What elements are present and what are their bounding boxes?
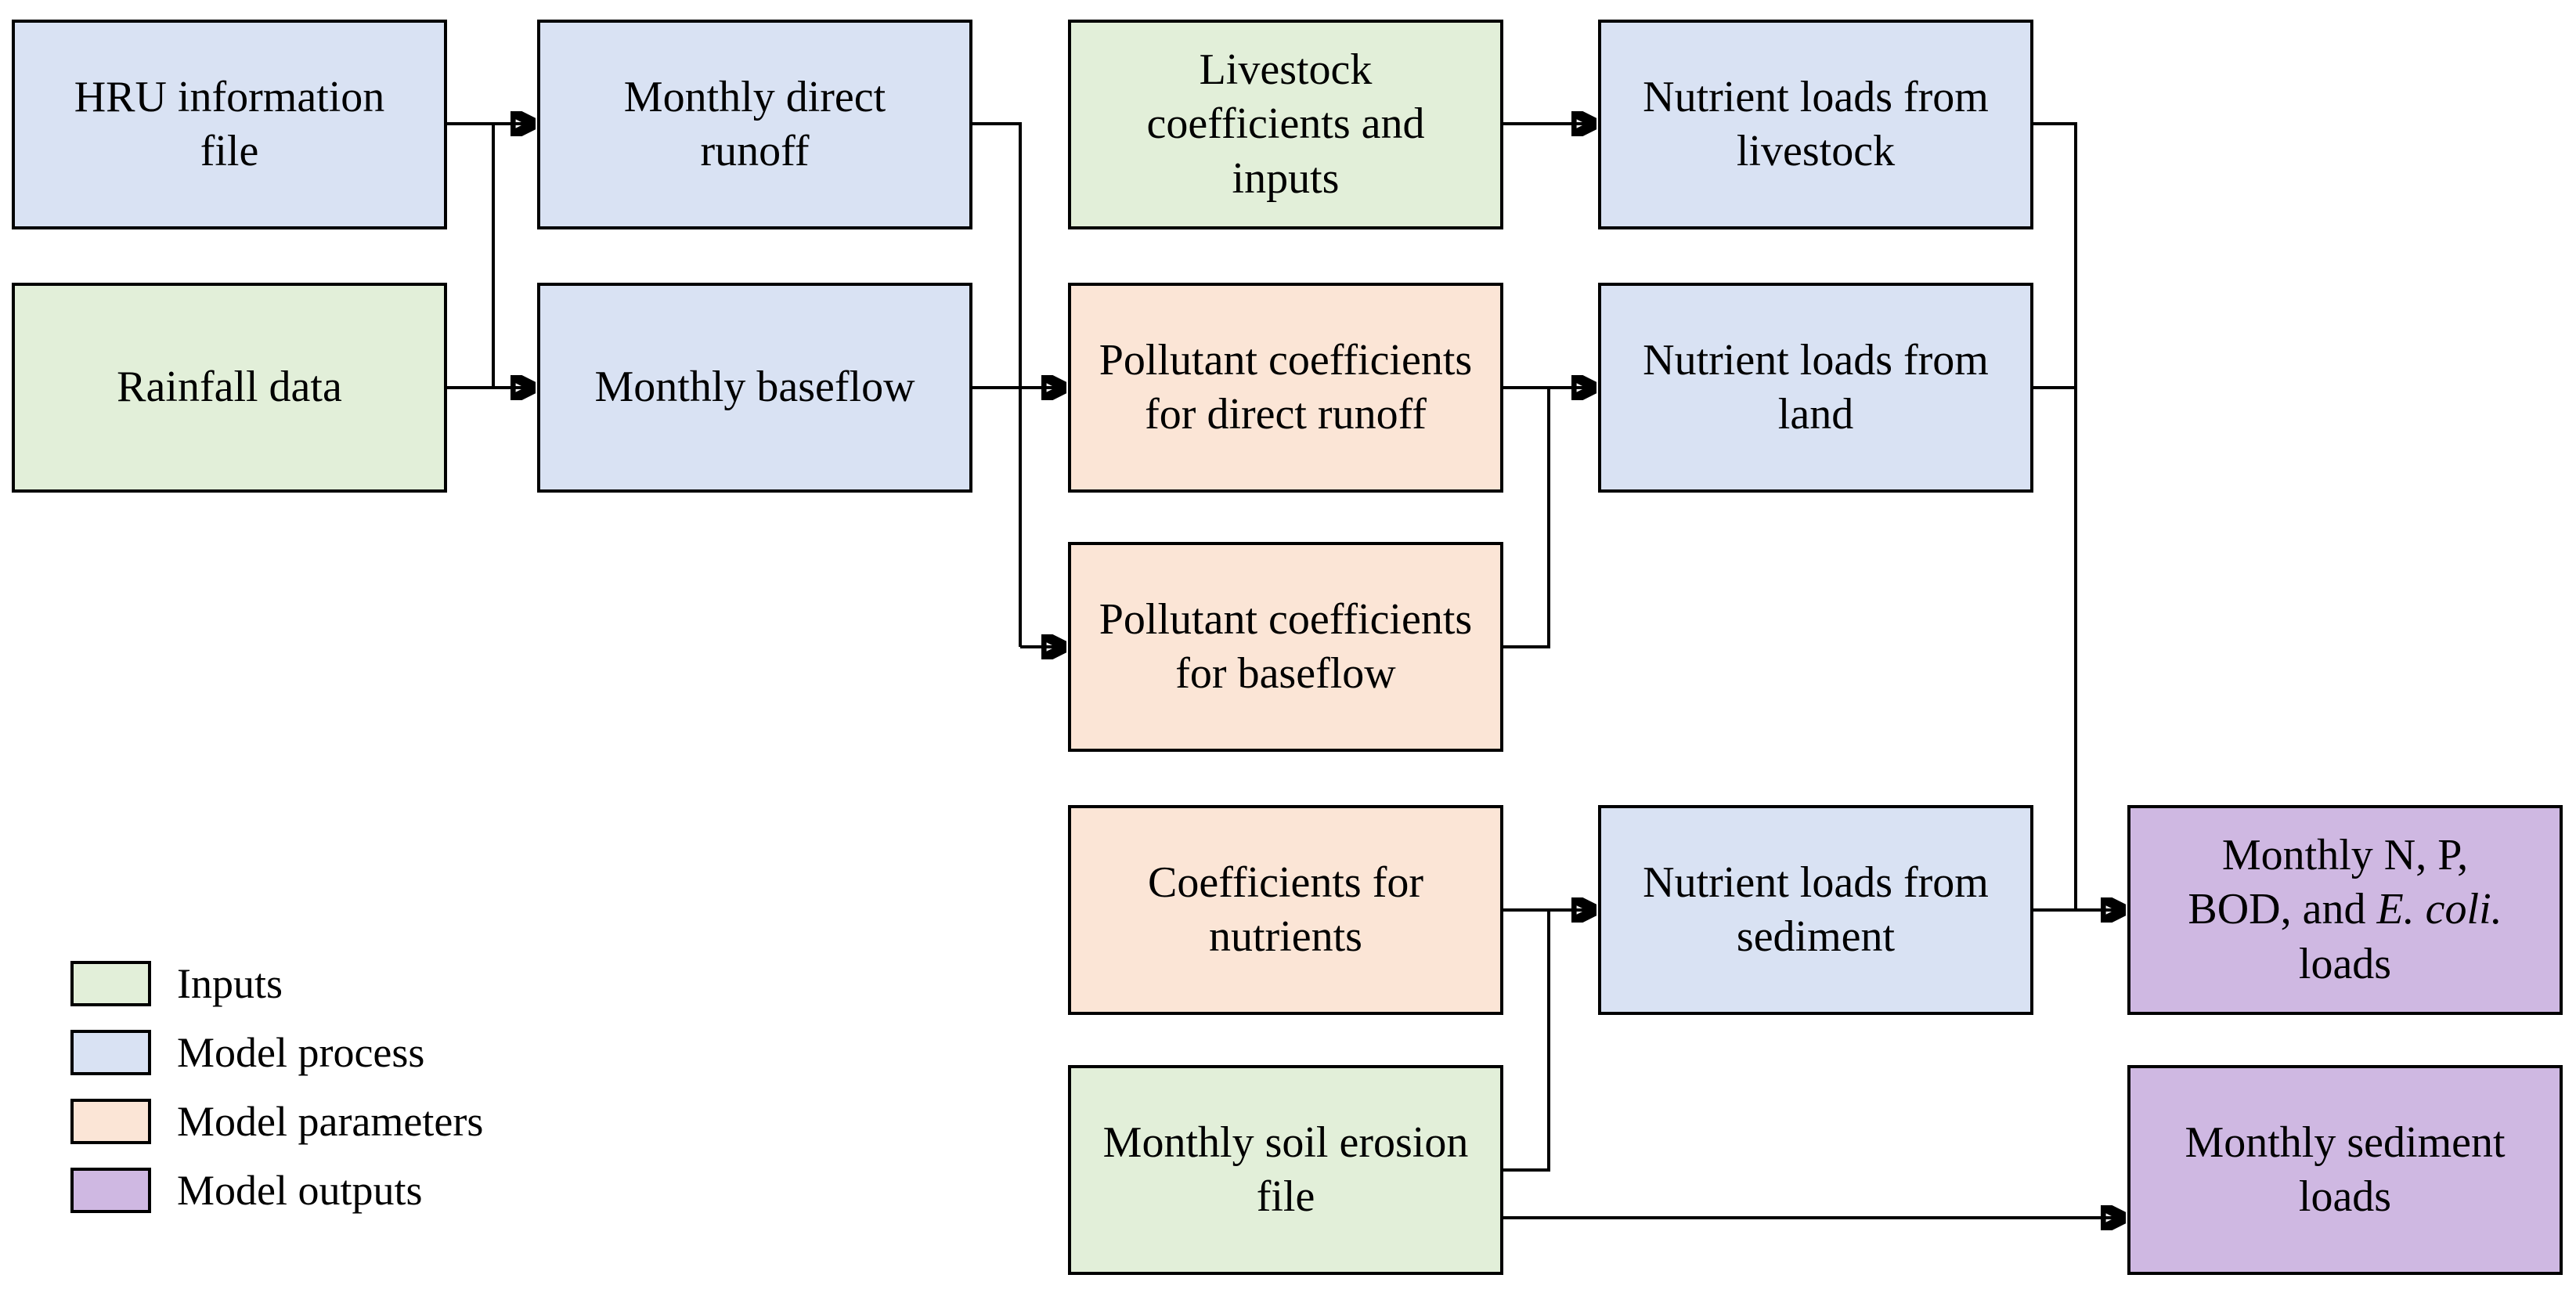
node-hru-information-file: HRU information file <box>12 20 447 229</box>
node-coefficients-for-nutrients: Coefficients for nutrients <box>1068 805 1503 1015</box>
node-pollutant-coefficients-direct-runoff: Pollutant coefficients for direct runoff <box>1068 283 1503 493</box>
node-label: Nutrient loads from livestock <box>1643 72 1989 175</box>
legend-item-model-process: Model process <box>70 1030 483 1075</box>
ecoli-italic-text: E. coli. <box>2376 885 2502 934</box>
node-label: Nutrient loads from sediment <box>1643 858 1989 961</box>
legend-item-inputs: Inputs <box>70 961 483 1006</box>
legend-swatch-model-process <box>70 1030 151 1075</box>
node-label: Pollutant coefficients for direct runoff <box>1099 335 1473 439</box>
edge-poll-baseflow-to-loads-land <box>1503 389 1550 648</box>
node-monthly-npbod-ecoli-loads: Monthly N, P, BOD, and E. coli. loads <box>2127 805 2563 1015</box>
node-label: Monthly N, P, BOD, and E. coli. loads <box>2188 830 2502 988</box>
legend-swatch-inputs <box>70 961 151 1006</box>
legend-item-model-outputs: Model outputs <box>70 1168 483 1213</box>
legend-swatch-model-outputs <box>70 1168 151 1213</box>
node-label: Livestock coefficients and inputs <box>1146 45 1425 203</box>
node-label: Monthly soil erosion file <box>1102 1118 1469 1221</box>
legend-item-model-parameters: Model parameters <box>70 1099 483 1144</box>
node-monthly-baseflow: Monthly baseflow <box>537 283 972 493</box>
node-label: Rainfall data <box>117 363 342 412</box>
legend-label-inputs: Inputs <box>177 960 283 1007</box>
node-pollutant-coefficients-baseflow: Pollutant coefficients for baseflow <box>1068 542 1503 752</box>
edge-soil-erosion-to-loads-sediment <box>1503 912 1550 1172</box>
legend-label-model-outputs: Model outputs <box>177 1167 423 1214</box>
edge-loads-livestock-trunk <box>2033 122 2077 910</box>
edge-direct-runoff-trunk <box>972 122 1022 647</box>
node-label: Nutrient loads from land <box>1643 335 1989 439</box>
node-monthly-direct-runoff: Monthly direct runoff <box>537 20 972 229</box>
node-label: Monthly direct runoff <box>623 72 886 175</box>
legend: Inputs Model process Model parameters Mo… <box>70 961 483 1213</box>
node-label: Monthly baseflow <box>594 363 915 412</box>
legend-label-model-process: Model process <box>177 1029 425 1076</box>
legend-label-model-parameters: Model parameters <box>177 1098 484 1145</box>
node-livestock-coefficients: Livestock coefficients and inputs <box>1068 20 1503 229</box>
node-monthly-sediment-loads: Monthly sediment loads <box>2127 1065 2563 1275</box>
node-label: Pollutant coefficients for baseflow <box>1099 594 1473 698</box>
node-nutrient-loads-sediment: Nutrient loads from sediment <box>1598 805 2033 1015</box>
node-label: Monthly sediment loads <box>2185 1118 2506 1221</box>
node-monthly-soil-erosion-file: Monthly soil erosion file <box>1068 1065 1503 1275</box>
node-nutrient-loads-land: Nutrient loads from land <box>1598 283 2033 493</box>
node-label: HRU information file <box>74 72 385 175</box>
node-nutrient-loads-livestock: Nutrient loads from livestock <box>1598 20 2033 229</box>
legend-swatch-model-parameters <box>70 1099 151 1144</box>
node-label: Coefficients for nutrients <box>1148 858 1423 961</box>
node-rainfall-data: Rainfall data <box>12 283 447 493</box>
